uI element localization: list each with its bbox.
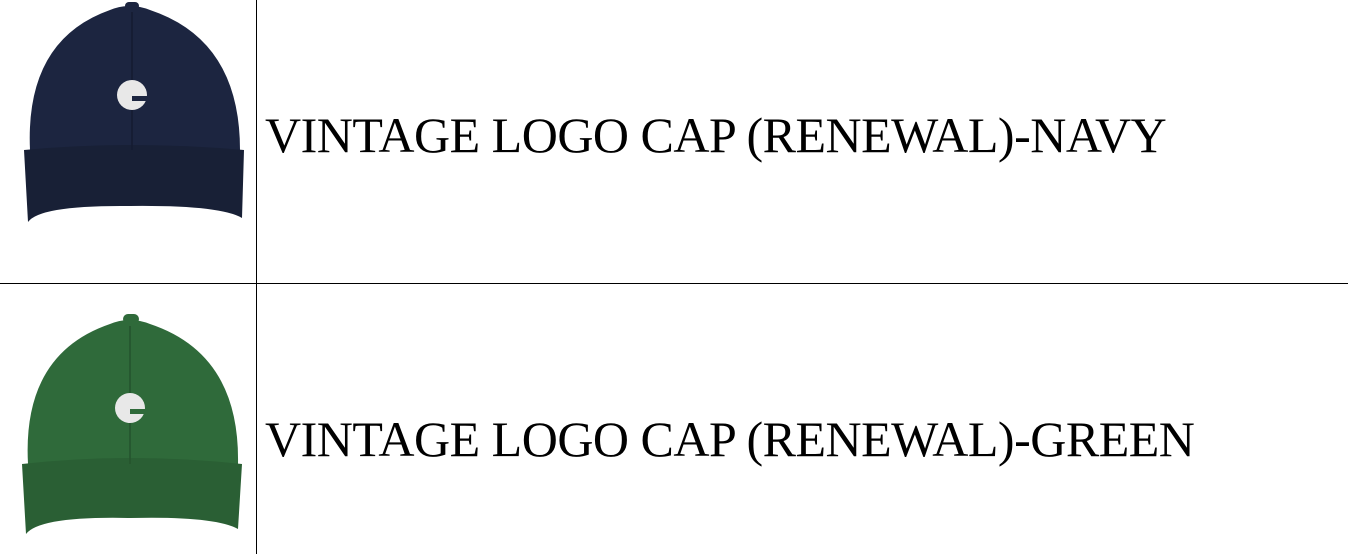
column-divider [256,0,257,554]
product-name[interactable]: VINTAGE LOGO CAP (RENEWAL)-NAVY [265,107,1167,163]
product-image-green-cap[interactable] [0,284,256,554]
product-name[interactable]: VINTAGE LOGO CAP (RENEWAL)-GREEN [265,411,1195,467]
product-image-navy-cap[interactable] [0,0,256,283]
row-divider [0,283,1348,284]
